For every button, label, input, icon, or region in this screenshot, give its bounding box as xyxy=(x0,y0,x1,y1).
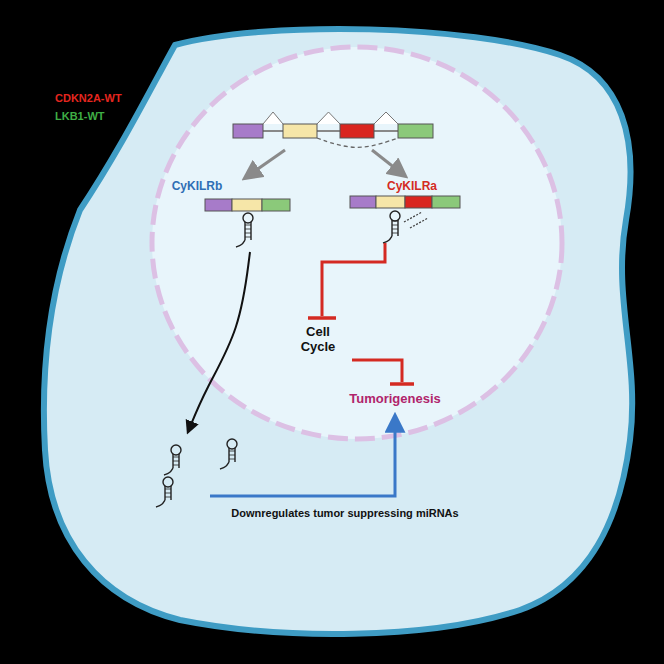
cell-membrane xyxy=(44,29,632,634)
cykilra-hairpin xyxy=(383,211,400,243)
export-arrow xyxy=(188,252,250,432)
isoform-arrow xyxy=(245,150,285,178)
node-text: Downregulates tumor suppressing miRNAs xyxy=(220,507,470,520)
promotion-arrow xyxy=(210,416,395,496)
cykilrb-transcript xyxy=(205,199,290,211)
bound-mirna xyxy=(410,218,428,228)
nucleus-region: CyKILRb CyKILRaCell Cycle xyxy=(148,43,566,443)
bound-mirna xyxy=(404,212,422,222)
mirna-hairpin xyxy=(220,439,237,469)
inhibition-bar xyxy=(308,316,336,320)
cykilra-transcript xyxy=(350,196,460,208)
intron-line xyxy=(262,130,398,132)
inhibition-line xyxy=(352,360,402,382)
nuclear-envelope xyxy=(152,47,562,439)
node-text: Cell Cycle xyxy=(290,325,346,355)
genotype-label: LKB1-WT xyxy=(55,110,105,123)
splice-caret xyxy=(374,112,398,124)
mirna-hairpin xyxy=(156,477,173,507)
cykilrb-hairpin xyxy=(236,213,253,247)
gene-exons xyxy=(233,124,433,138)
node-text: CyKILRa xyxy=(372,180,452,194)
inhibition-line xyxy=(322,243,385,316)
node-text: CyKILRb xyxy=(157,180,237,194)
inhibition-bar xyxy=(390,382,414,386)
splice-caret xyxy=(263,112,283,124)
genotype-label: CDKN2A-WT xyxy=(55,92,122,105)
cell-region: CyKILRb CyKILRaCell CycleTumorigenesisDow… xyxy=(40,20,645,645)
nucleus-outline xyxy=(148,43,566,443)
exon-skip-line xyxy=(317,138,398,147)
splice-caret xyxy=(317,112,340,124)
node-text: Tumorigenesis xyxy=(330,392,460,407)
isoform-arrow xyxy=(372,150,405,176)
mirna-hairpin xyxy=(164,445,181,475)
